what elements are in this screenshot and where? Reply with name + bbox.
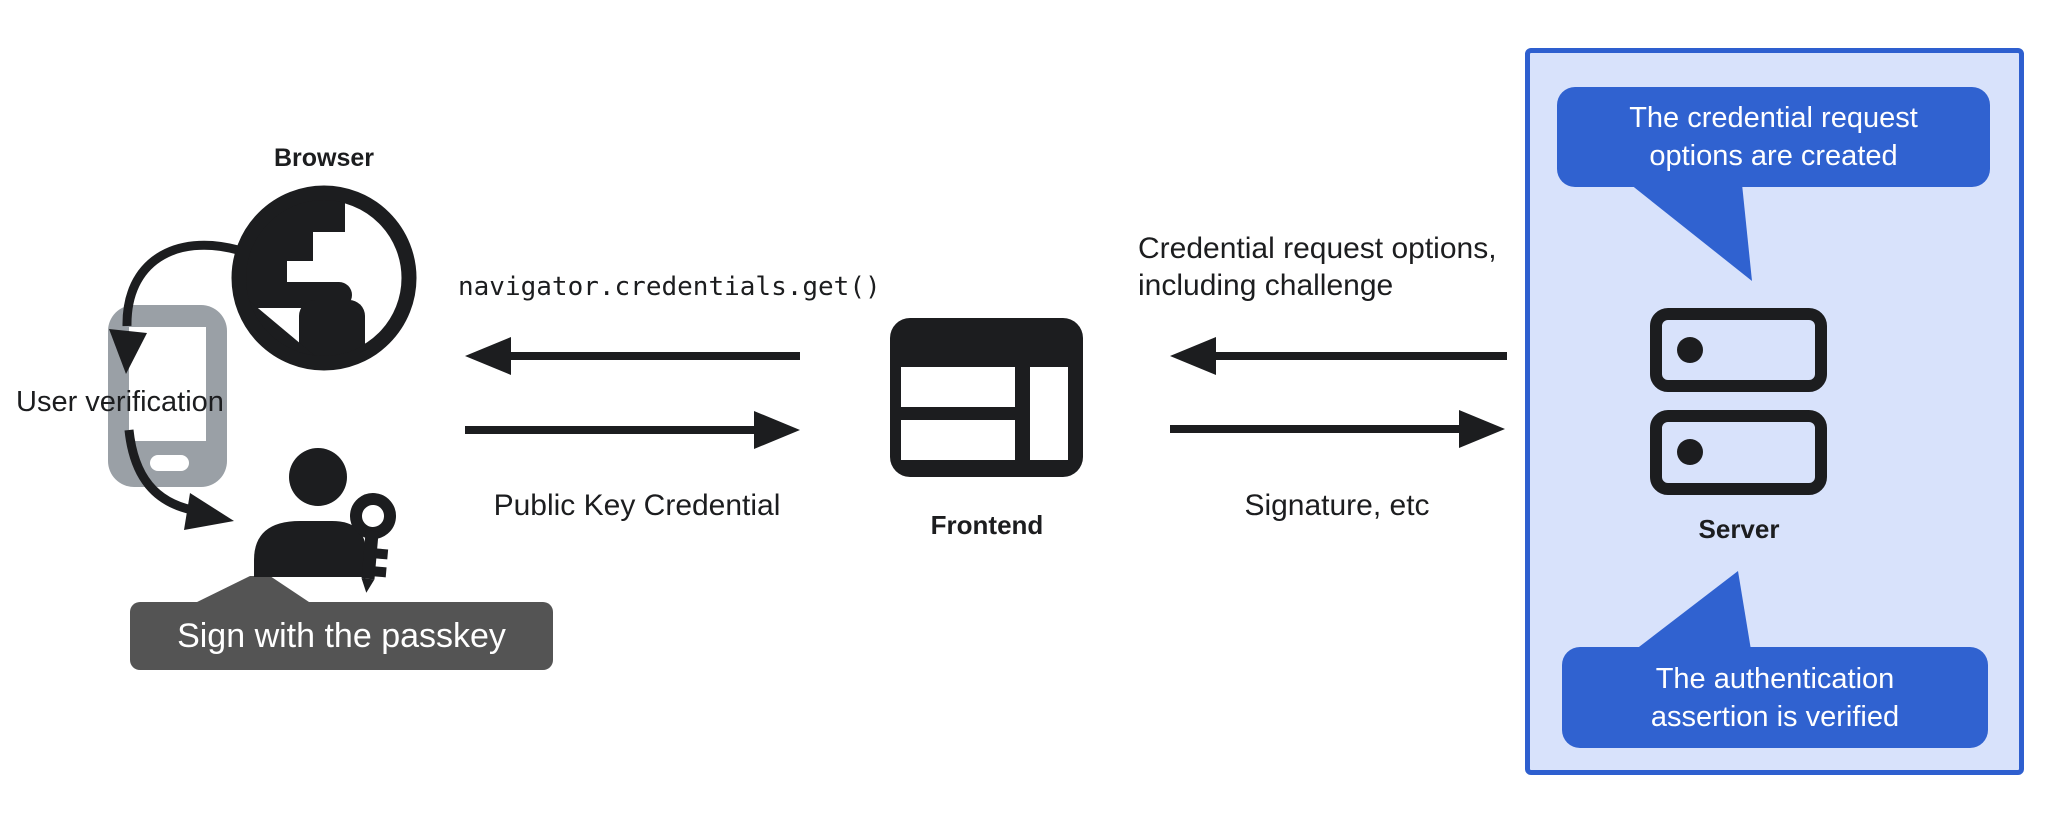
server-bubble-top: The credential request options are creat… (1557, 87, 1990, 187)
server-label: Server (1698, 514, 1780, 544)
public-key-credential-label: Public Key Credential (493, 489, 781, 522)
credential-request-label: Credential request options, including ch… (1138, 232, 1497, 302)
server-bubble-top-text: The credential request options are creat… (1629, 102, 1918, 172)
server-bubble-bottom: The authentication assertion is verified (1562, 647, 1988, 748)
passkey-tooltip-text: Sign with the passkey (177, 616, 506, 655)
signature-label: Signature, etc (1244, 489, 1430, 522)
browser-label: Browser (273, 144, 375, 172)
user-verification-label: User verification (16, 386, 224, 418)
server-bubble-bottom-text: The authentication assertion is verified (1650, 662, 1900, 733)
passkey-tooltip: Sign with the passkey (130, 602, 553, 670)
frontend-label: Frontend (930, 510, 1044, 540)
api-call-label: navigator.credentials.get() (458, 272, 881, 302)
